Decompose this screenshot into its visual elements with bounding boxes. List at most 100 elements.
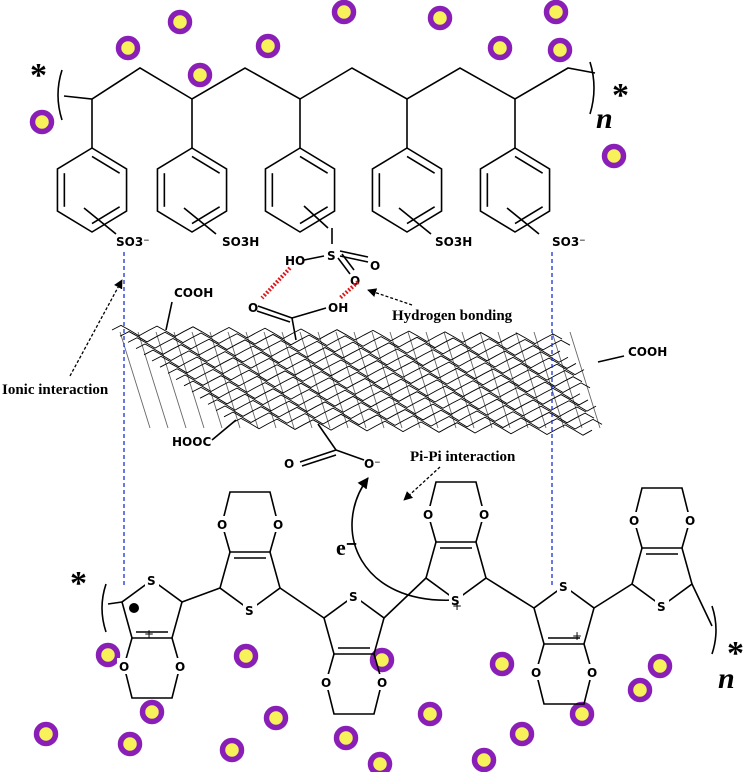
pss-polymer: * n * SO3⁻ SO3H SO3H SO3⁻ bbox=[30, 57, 629, 249]
counter-ion bbox=[219, 737, 245, 763]
dioxane-oxygen: O bbox=[479, 508, 489, 522]
cnt-strut bbox=[155, 331, 187, 429]
cnt-strut bbox=[569, 331, 601, 429]
sulfonic-ho: HO bbox=[285, 254, 305, 268]
pedot-repeat-n: n bbox=[718, 662, 735, 695]
repeat-n: n bbox=[596, 102, 613, 135]
cnt-hex-row bbox=[167, 368, 583, 387]
cnt-hex-row bbox=[119, 331, 571, 351]
cnt-hex-row bbox=[183, 380, 581, 400]
dioxane-oxygen: O bbox=[629, 514, 639, 528]
cnt-hex-row bbox=[231, 417, 593, 436]
cooh-right: COOH bbox=[628, 345, 667, 359]
sulfonic-s: S bbox=[327, 249, 336, 263]
electron-transfer-arrow bbox=[351, 477, 456, 601]
annotations: Ionic interaction Hydrogen bonding Pi-Pi… bbox=[2, 279, 516, 601]
radical-dot bbox=[129, 603, 139, 613]
dioxane-oxygen: O bbox=[321, 676, 331, 690]
benzene-ring bbox=[56, 147, 128, 233]
thiophene-sulfur: S bbox=[147, 574, 156, 588]
cnt-hex-row bbox=[199, 393, 597, 412]
pedot-unit-6: S O O bbox=[627, 487, 697, 614]
carboxylate-ominus: O⁻ bbox=[364, 457, 381, 471]
pedot-star-right: * bbox=[727, 635, 744, 672]
carboxylate-o: O bbox=[284, 457, 294, 471]
thiophene-sulfur: S bbox=[657, 600, 666, 614]
counter-ion bbox=[427, 5, 453, 31]
hooc-left: HOOC bbox=[172, 435, 211, 449]
plus-charge: + bbox=[452, 599, 462, 613]
cnt-hex-row bbox=[215, 405, 595, 424]
cnt-strut bbox=[389, 331, 421, 429]
counter-ion bbox=[367, 751, 393, 772]
pedot-link bbox=[593, 583, 633, 609]
counter-ion bbox=[333, 725, 359, 751]
pipi-arrow bbox=[403, 466, 441, 501]
cnt-strut bbox=[317, 331, 349, 429]
dioxane-oxygen: O bbox=[587, 666, 597, 680]
dioxane-oxygen: O bbox=[217, 518, 227, 532]
dioxane-oxygen: O bbox=[119, 660, 129, 674]
counter-ion bbox=[471, 747, 497, 772]
cnt-strut bbox=[263, 331, 295, 429]
cnt-strut bbox=[119, 331, 151, 429]
cnt-hex-row bbox=[151, 355, 585, 376]
cnt-strut bbox=[407, 331, 439, 429]
counter-ion bbox=[569, 701, 595, 727]
dioxane-oxygen: O bbox=[423, 508, 433, 522]
counter-ion bbox=[509, 721, 535, 747]
cnt-strut bbox=[425, 331, 457, 429]
cnt-hex-row bbox=[127, 337, 561, 357]
counter-ion bbox=[331, 0, 357, 25]
counter-ion bbox=[627, 677, 653, 703]
cnt-hex-row bbox=[111, 324, 563, 345]
dioxane-oxygen: O bbox=[175, 660, 185, 674]
counter-ion bbox=[489, 651, 515, 677]
sulfonic-o1: O bbox=[350, 274, 360, 288]
counter-ion bbox=[115, 35, 141, 61]
benzene-ring bbox=[479, 147, 551, 233]
pedot-link bbox=[485, 577, 535, 609]
pedot-link bbox=[383, 577, 427, 619]
counter-ion bbox=[417, 701, 443, 727]
pipi-interaction-label: Pi-Pi interaction bbox=[410, 449, 516, 465]
cnt-strut bbox=[245, 331, 277, 429]
cnt-strut bbox=[533, 331, 565, 429]
so3-minus-right: SO3⁻ bbox=[552, 235, 586, 249]
counter-ion bbox=[233, 643, 259, 669]
electron-label: e⁻ bbox=[336, 535, 357, 560]
pedot-left-bracket bbox=[101, 583, 107, 633]
cnt-strut bbox=[371, 331, 403, 429]
counter-ion bbox=[543, 0, 569, 25]
carboxyl-group-top: O OH bbox=[248, 301, 348, 341]
counter-ion bbox=[33, 721, 59, 747]
dioxane-oxygen: O bbox=[531, 666, 541, 680]
counter-ion bbox=[117, 731, 143, 757]
counter-ion bbox=[601, 143, 627, 169]
counter-ion-group bbox=[29, 0, 673, 772]
pedot-unit-4: S O O bbox=[421, 481, 491, 608]
chain-end-star: * bbox=[30, 57, 47, 94]
plus-charge: + bbox=[572, 629, 582, 643]
dioxane-oxygen: O bbox=[685, 514, 695, 528]
sulfonic-o2: O bbox=[370, 259, 380, 273]
cooh-top: COOH bbox=[174, 286, 213, 300]
counter-ion bbox=[263, 705, 289, 731]
carbon-nanotube-sheet bbox=[111, 324, 603, 436]
hbond-2 bbox=[338, 280, 360, 300]
counter-ion bbox=[255, 33, 281, 59]
thiophene-sulfur: S bbox=[451, 594, 460, 608]
pedot-right-bracket bbox=[711, 605, 717, 655]
hbond-1 bbox=[260, 266, 292, 300]
ionic-arrow bbox=[69, 279, 123, 377]
cnt-strut bbox=[281, 331, 313, 429]
right-bracket bbox=[589, 61, 595, 115]
cnt-hex-row bbox=[135, 343, 569, 363]
thiophene-sulfur: S bbox=[245, 604, 254, 618]
benzene-ring bbox=[264, 147, 336, 233]
cnt-strut bbox=[353, 331, 385, 429]
benzene-ring bbox=[371, 147, 443, 233]
